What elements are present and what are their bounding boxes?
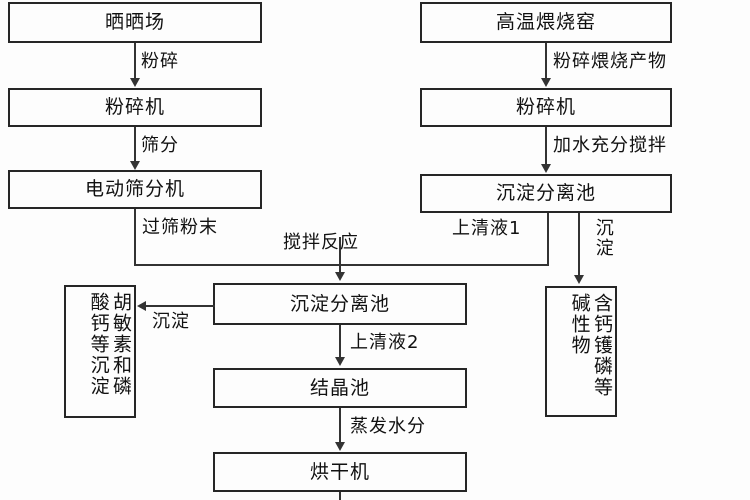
edge-line-n5-n6 <box>545 127 547 165</box>
node-sun-drying-yard[interactable]: 晒晒场 <box>8 2 262 43</box>
edge-line-supernatant1-down <box>547 213 549 266</box>
edge-label-crushed-calcined-product: 粉碎煨烧产物 <box>553 51 667 72</box>
edge-label-supernatant-1: 上清液1 <box>452 218 522 239</box>
node-dryer[interactable]: 烘干机 <box>213 452 467 492</box>
node-electric-screening-machine[interactable]: 电动筛分机 <box>8 170 262 209</box>
node-calcium-magnesium-phosphorus-alkaline-substance[interactable]: 含钙镬磷等碱性物 <box>545 286 617 417</box>
edge-line-n1-n2 <box>134 43 136 79</box>
edge-arrowhead-n6-n9 <box>574 275 584 284</box>
edge-arrowhead-n7-n8 <box>137 301 146 311</box>
edge-label-crush-1: 粉碎 <box>141 51 179 72</box>
edge-label-precipitate-left: 沉淀 <box>152 311 190 332</box>
edge-arrowhead-junction-n7 <box>335 272 345 281</box>
node-sedimentation-separation-tank-2[interactable]: 沉淀分离池 <box>213 283 467 325</box>
edge-label-sieved-powder: 过筛粉末 <box>142 217 218 238</box>
edge-junction-bar <box>134 264 549 266</box>
edge-arrowhead-n7-n10 <box>335 357 345 366</box>
edge-arrowhead-n4-n5 <box>541 78 551 87</box>
node-crusher-2[interactable]: 粉碎机 <box>420 88 672 127</box>
edge-line-junction-n7 <box>339 237 341 275</box>
node-crusher-1[interactable]: 粉碎机 <box>8 88 262 127</box>
node-high-temperature-calcination-kiln[interactable]: 高温煨烧窑 <box>420 2 672 43</box>
edge-line-n3-down <box>134 209 136 266</box>
edge-label-add-water-stir: 加水充分搅拌 <box>553 135 667 156</box>
edge-label-precipitate-right: 沉淀 <box>592 218 614 258</box>
node-humic-acid-calcium-phosphate-precipitate[interactable]: 胡敏素和磷酸钙等沉淀 <box>64 285 136 418</box>
edge-line-n7-n10 <box>339 325 341 359</box>
edge-arrowhead-n5-n6 <box>541 164 551 173</box>
edge-line-n11-continuation <box>339 492 341 500</box>
edge-label-evaporate-water: 蒸发水分 <box>350 416 426 437</box>
edge-line-n7-n8 <box>145 305 215 307</box>
edge-label-screening: 筛分 <box>141 135 179 156</box>
edge-arrowhead-n1-n2 <box>130 78 140 87</box>
edge-line-n4-n5 <box>545 43 547 79</box>
edge-line-n6-n9 <box>578 213 580 277</box>
edge-line-n2-n3 <box>134 127 136 163</box>
node-crystallization-tank[interactable]: 结晶池 <box>213 368 467 408</box>
edge-arrowhead-n2-n3 <box>130 161 140 170</box>
edge-label-supernatant-2: 上清液2 <box>350 332 420 353</box>
edge-label-stirring-reaction: 搅拌反应 <box>283 232 359 253</box>
edge-line-n10-n11 <box>339 408 341 444</box>
node-sedimentation-separation-tank-1[interactable]: 沉淀分离池 <box>420 174 672 213</box>
edge-arrowhead-n10-n11 <box>335 442 345 451</box>
